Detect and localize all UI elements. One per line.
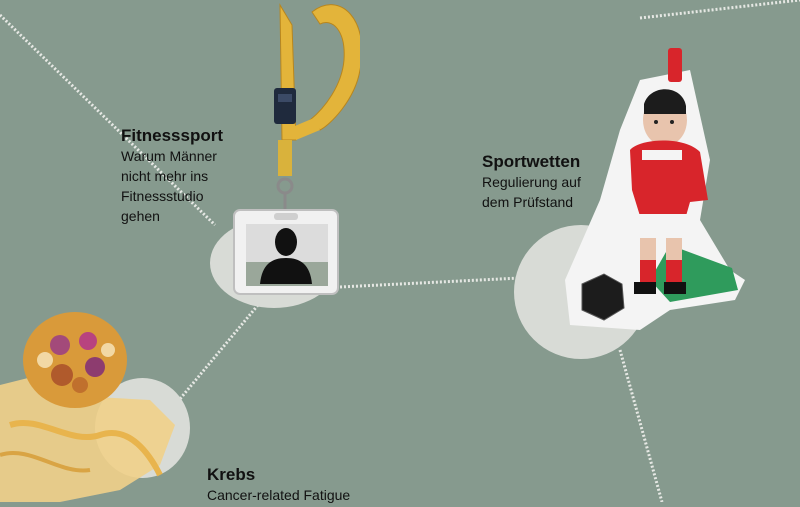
topic-image-fitness[interactable] bbox=[220, 0, 363, 300]
topic-image-sportwetten[interactable] bbox=[560, 40, 750, 330]
topic-title[interactable]: Fitnesssport bbox=[121, 126, 224, 145]
topic-subtitle: Warum Männer nicht mehr ins Fitnessstudi… bbox=[121, 148, 217, 224]
topic-fitness[interactable]: Fitnesssport Warum Männer nicht mehr ins… bbox=[121, 125, 223, 226]
connector-line bbox=[173, 304, 260, 406]
topic-subtitle: Cancer-related Fatigue bbox=[207, 487, 351, 503]
cancer-cell-icon bbox=[0, 312, 175, 502]
topic-krebs[interactable]: Krebs Cancer-related Fatigue bbox=[207, 464, 350, 505]
connector-line bbox=[339, 276, 521, 289]
topic-title[interactable]: Krebs bbox=[207, 465, 256, 484]
topic-title[interactable]: Sportwetten bbox=[482, 152, 581, 171]
connector-line bbox=[639, 0, 800, 20]
topic-sportwetten[interactable]: Sportwetten Regulierung auf dem Prüfstan… bbox=[482, 151, 581, 212]
tipp-kick-figure-icon bbox=[565, 48, 745, 330]
topic-subtitle: Regulierung auf dem Prüfstand bbox=[482, 174, 581, 210]
connector-line bbox=[618, 349, 664, 502]
badge-lanyard-icon bbox=[233, 3, 363, 295]
topic-image-krebs[interactable] bbox=[0, 305, 175, 502]
